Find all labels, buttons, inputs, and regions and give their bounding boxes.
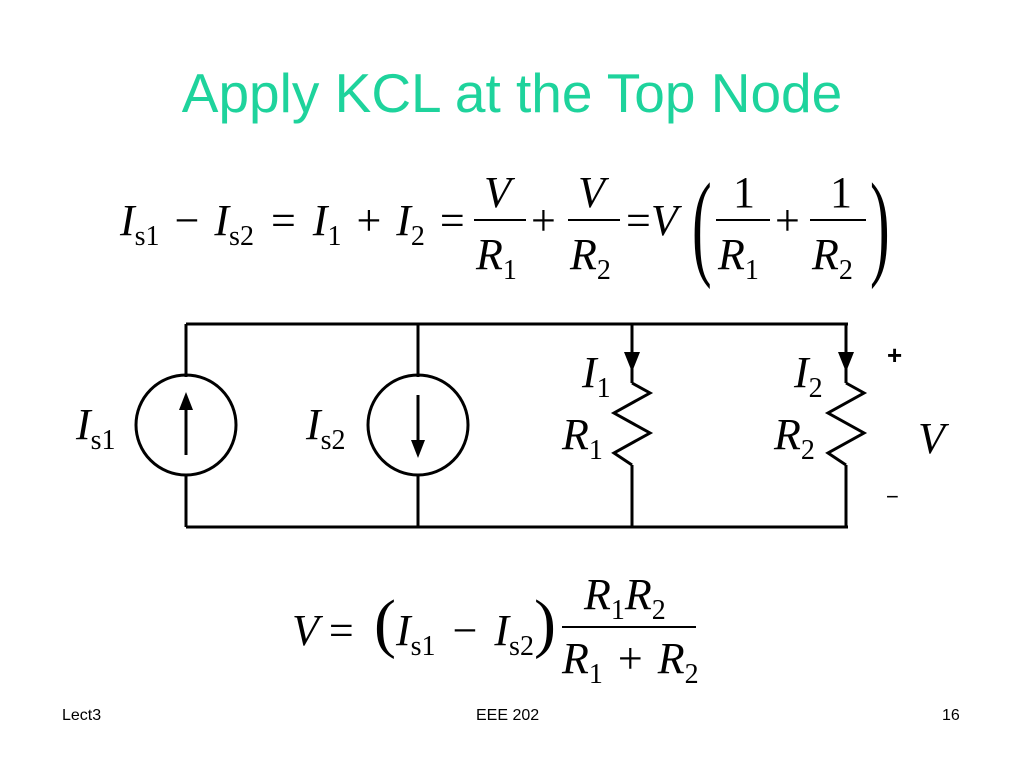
resistor2-label: R2 (774, 410, 815, 466)
eq1-frac4-numerator: 1 (830, 168, 852, 217)
current1-arrow-icon (624, 352, 640, 372)
footer-page-number: 16 (942, 707, 960, 724)
down-arrow-head (411, 440, 425, 458)
eq2-difference: Is1 − Is2 (396, 606, 534, 662)
eq1-frac4-bar (810, 219, 866, 221)
current-source-1 (134, 373, 238, 477)
eq1-frac3-bar (716, 219, 770, 221)
up-arrow-head (179, 392, 193, 410)
eq1-frac1-bar (474, 219, 526, 221)
current2-arrow-icon (838, 352, 854, 372)
footer-course: EEE 202 (476, 707, 540, 724)
current2-label: I2 (794, 348, 823, 404)
eq1-frac3-denominator: R1 (718, 230, 759, 286)
eq1-frac3-numerator: 1 (733, 168, 755, 217)
eq1-plus-2: + (775, 196, 800, 245)
eq1-frac2-numerator: V (578, 168, 605, 217)
slide-title: Apply KCL at the Top Node (181, 62, 843, 124)
eq1-equals: =V (626, 196, 678, 245)
eq1-lhs: Is1 − Is2 = I1 + I2 = (120, 196, 465, 252)
eq1-plus: + (531, 196, 556, 245)
resistor-1 (610, 381, 654, 467)
eq1-left-paren: ( (692, 159, 712, 290)
current1-label: I1 (582, 348, 611, 404)
voltage-label: V (918, 414, 945, 463)
eq2-right-paren: ) (534, 587, 556, 660)
footer-lecture: Lect3 (62, 707, 102, 724)
voltage-minus-sign: − (886, 484, 899, 509)
source2-label: Is2 (306, 400, 346, 456)
resistor1-label: R1 (562, 410, 603, 466)
source1-label: Is1 (76, 400, 116, 456)
eq1-right-paren: ) (870, 159, 890, 290)
current-source-2 (366, 373, 470, 477)
eq2-fraction-bar (562, 626, 696, 628)
voltage-plus-sign: + (887, 340, 903, 370)
eq2-denominator: R1 + R2 (562, 634, 699, 690)
eq1-frac2-bar (568, 219, 620, 221)
eq1-frac2-denominator: R2 (570, 230, 611, 286)
eq1-frac1-numerator: V (484, 168, 511, 217)
eq1-frac1-denominator: R1 (476, 230, 517, 286)
eq2-lhs: V= (292, 606, 354, 655)
eq2-numerator: R1R2 (584, 570, 666, 626)
eq1-frac4-denominator: R2 (812, 230, 853, 286)
resistor-2 (824, 381, 868, 467)
eq2-left-paren: ( (374, 587, 396, 660)
